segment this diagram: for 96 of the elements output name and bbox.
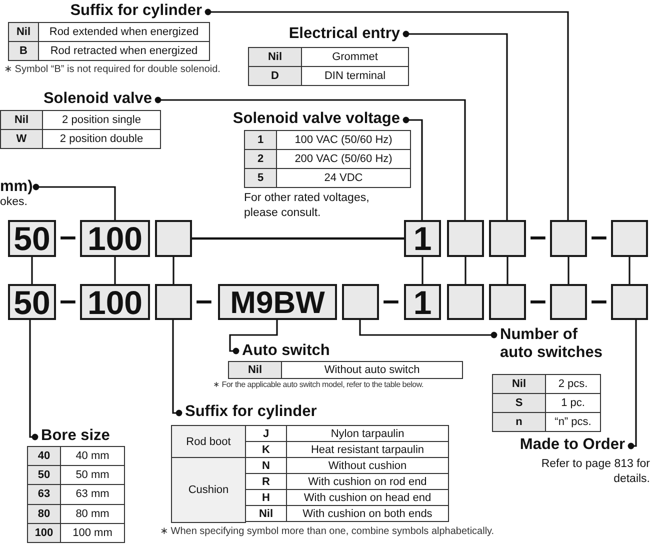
- symbol-cell: W: [0, 129, 43, 149]
- section-heading: mm): [0, 178, 36, 196]
- section-heading: Suffix for cylinder: [40, 2, 208, 22]
- symbol-cell: 2: [244, 149, 277, 169]
- blank-code-box: [155, 220, 192, 257]
- description-cell: 100 VAC (50/60 Hz): [276, 130, 411, 150]
- symbol-cell: 5: [244, 168, 277, 188]
- description-cell: DIN terminal: [301, 66, 409, 86]
- description-cell: 2 position single: [42, 110, 161, 130]
- section-heading: Electrical entry: [236, 25, 406, 43]
- code-box: 100: [80, 220, 150, 257]
- blank-code-box: [611, 284, 648, 320]
- leader-line: [402, 30, 508, 220]
- leader-line: [402, 116, 423, 220]
- symbol-cell: Nil: [248, 47, 302, 67]
- symbol-cell: S: [492, 393, 546, 413]
- description-cell: “n” pcs.: [545, 412, 601, 432]
- symbol-cell: 80: [27, 504, 61, 524]
- section-heading: Solenoid valve: [0, 90, 158, 110]
- connector-line: [31, 257, 33, 284]
- symbol-cell: Nil: [228, 361, 282, 379]
- description-cell: 24 VDC: [276, 168, 411, 188]
- section-heading: Number of auto switches: [494, 326, 614, 364]
- blank-code-box: [447, 220, 484, 257]
- description-cell: With cushion on both ends: [286, 505, 449, 522]
- connector-line: [506, 257, 508, 284]
- connector-line: [192, 237, 404, 240]
- code-box: 1: [404, 220, 441, 257]
- connector-line: [628, 257, 630, 284]
- section-heading: Solenoid valve voltage: [206, 110, 406, 130]
- blank-code-box: [550, 284, 587, 320]
- leader-line: [29, 320, 38, 440]
- description-cell: 100 mm: [60, 522, 125, 543]
- note-text: Refer to page 813 for details.: [540, 457, 650, 487]
- leader-line: [204, 8, 569, 220]
- symbol-cell: 100: [27, 522, 61, 543]
- connector-line: [172, 257, 174, 284]
- description-cell: Grommet: [301, 47, 409, 67]
- symbol-cell: 50: [27, 465, 61, 486]
- section-heading: Made to Order: [494, 436, 631, 456]
- separator-dash: –: [590, 284, 608, 318]
- connector-line: [568, 257, 570, 284]
- section-heading: Auto switch: [236, 342, 356, 360]
- description-cell: 2 position double: [42, 129, 161, 149]
- code-box: 1: [404, 284, 441, 320]
- symbol-cell: 1: [244, 130, 277, 150]
- symbol-cell: Nil: [8, 22, 39, 42]
- description-cell: 2 pcs.: [545, 374, 601, 394]
- blank-code-box: [447, 284, 484, 320]
- symbol-cell: 63: [27, 484, 61, 505]
- description-cell: 40 mm: [60, 446, 125, 466]
- connector-line: [114, 257, 116, 284]
- leader-line: [172, 320, 182, 416]
- note-text: okes.: [0, 195, 28, 210]
- symbol-cell: 40: [27, 446, 61, 466]
- separator-dash: –: [528, 284, 548, 318]
- section-heading: Bore size: [35, 427, 135, 447]
- blank-code-box: [342, 284, 379, 320]
- leader-line: [32, 184, 116, 220]
- symbol-cell: Nil: [0, 110, 43, 130]
- code-box: 50: [8, 284, 56, 320]
- symbol-cell: n: [492, 412, 546, 432]
- description-cell: Without auto switch: [281, 361, 463, 379]
- separator-dash: –: [590, 220, 608, 254]
- leader-line: [628, 320, 637, 450]
- leader-line: [359, 320, 498, 338]
- blank-code-box: [489, 220, 526, 257]
- section-heading: Suffix for cylinder: [179, 403, 349, 423]
- separator-dash: –: [58, 284, 78, 318]
- footnote: ∗ For the applicable auto switch model, refer to the table below.: [213, 380, 424, 391]
- note-text: For other rated voltages, please consult.: [244, 191, 370, 221]
- blank-code-box: [550, 220, 587, 257]
- blank-code-box: [155, 284, 192, 320]
- separator-dash: –: [528, 220, 548, 254]
- connector-line: [422, 257, 424, 284]
- separator-dash: –: [382, 284, 400, 318]
- blank-code-box: [489, 284, 526, 320]
- connector-line: [464, 257, 466, 284]
- separator-dash: –: [58, 220, 78, 254]
- description-cell: Rod retracted when energized: [38, 41, 210, 61]
- leader-line: [229, 320, 278, 354]
- code-box: 50: [8, 220, 56, 257]
- leader-line: [154, 96, 466, 220]
- code-box: M9BW: [218, 284, 337, 320]
- symbol-cell: B: [8, 41, 39, 61]
- separator-dash: –: [194, 284, 214, 318]
- symbol-cell: D: [248, 66, 302, 86]
- group-cell: Rod boot: [171, 425, 246, 458]
- code-box: 100: [80, 284, 150, 320]
- blank-code-box: [611, 220, 648, 257]
- footnote: ∗ Symbol “B” is not required for double solenoid.: [4, 63, 222, 77]
- group-cell: Cushion: [171, 457, 246, 523]
- description-cell: Rod extended when energized: [38, 22, 210, 42]
- description-cell: Nylon tarpaulin: [286, 425, 449, 442]
- symbol-cell: Nil: [492, 374, 546, 394]
- footnote: ∗ When specifying symbol more than one, combine symbols alphabetically.: [160, 525, 496, 539]
